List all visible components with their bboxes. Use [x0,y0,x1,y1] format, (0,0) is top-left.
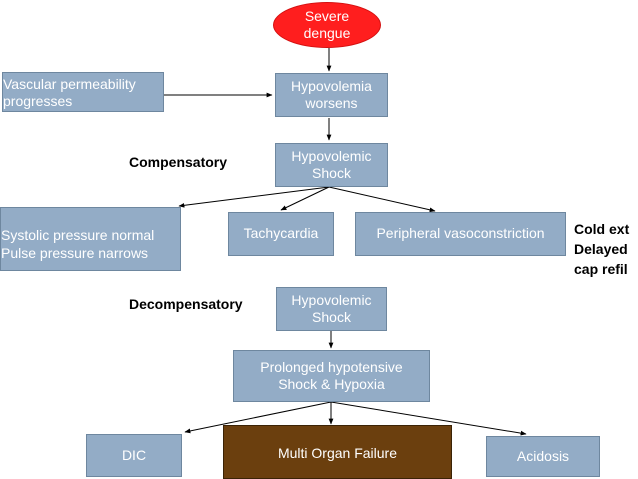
node-label: worsens [305,95,358,111]
node-label: Multi Organ Failure [277,445,398,461]
node-label: Shock [312,309,351,325]
node-label: Hypovolemia [291,77,372,94]
node-prolonged-hypotensive: Prolonged hypotensive Shock & Hypoxia [233,350,430,402]
arrow-shock-to-tachycardia [280,186,330,211]
arrow-shock-to-vasoconstriction [328,186,436,213]
node-label: Shock [312,165,351,181]
node-systolic-pulse: Systolic pressure normal Pulse pressure … [0,207,181,271]
node-label: dengue [303,25,351,41]
side-notes: Cold ext Delayed cap refil [574,219,629,279]
node-dic: DIC [86,434,182,477]
node-label: Pulse pressure narrows [1,244,149,261]
node-vascular-permeability: Vascular permeability progresses [2,72,164,112]
node-acidosis: Acidosis [486,436,600,477]
node-multi-organ-failure: Multi Organ Failure [223,425,452,479]
node-label: Tachycardia [243,225,319,242]
node-tachycardia: Tachycardia [228,212,334,256]
arrow-prolonged-to-dic [184,401,332,434]
side-note-line: Delayed [574,241,628,257]
node-label: Systolic pressure normal [1,227,155,243]
label-compensatory: Compensatory [129,154,228,170]
node-label: Prolonged hypotensive [260,358,403,375]
node-peripheral-vasoconstriction: Peripheral vasoconstriction [355,212,566,256]
side-note-line: cap refil [574,261,628,277]
node-hypovolemia-worsens: Hypovolemia worsens [275,73,388,117]
side-note-line: Cold ext [574,221,630,237]
node-label: Hypovolemic [291,291,372,308]
node-severe-dengue: Severe dengue [273,2,381,48]
node-label: Shock & Hypoxia [278,376,385,392]
label-decompensatory: Decompensatory [129,296,243,312]
node-label: Peripheral vasoconstriction [376,225,545,242]
node-label: progresses [3,93,73,109]
node-label: Hypovolemic [291,147,372,164]
arrow-shock-to-systolic [178,186,330,208]
arrow-prolonged-to-acidosis [330,401,527,436]
node-hypovolemic-shock-1: Hypovolemic Shock [275,143,388,187]
node-label: Vascular permeability [3,75,136,92]
node-label: Acidosis [516,447,570,464]
node-label: DIC [121,446,147,463]
node-label: Severe [304,7,350,24]
node-hypovolemic-shock-2: Hypovolemic Shock [276,287,387,331]
